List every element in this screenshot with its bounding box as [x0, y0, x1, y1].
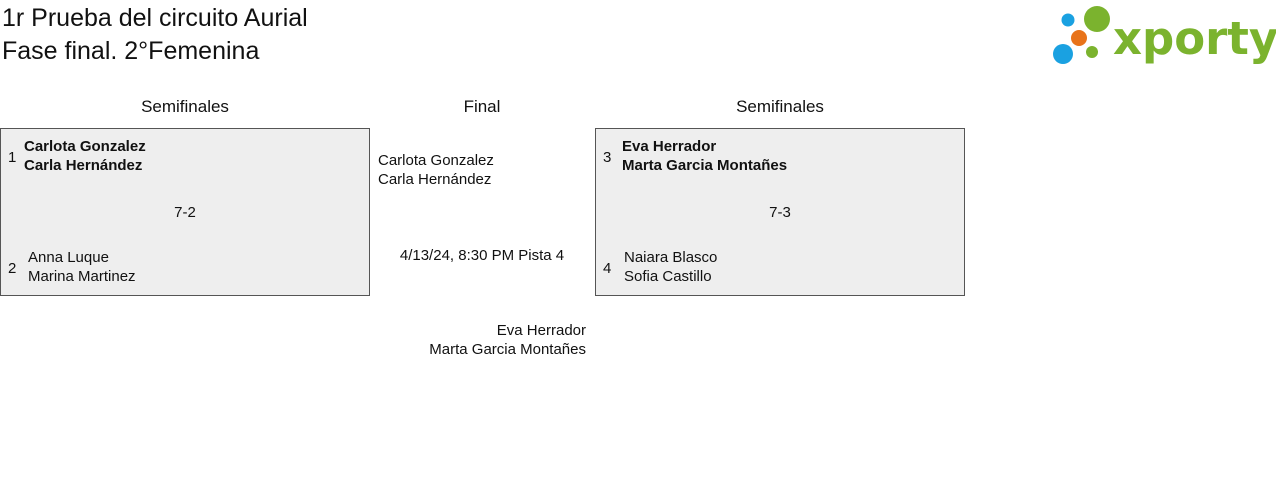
team-bottom: Naiara Blasco Sofia Castillo [624, 248, 717, 286]
xporty-logo: xporty [1053, 6, 1276, 65]
final-team-bottom: Eva Herrador Marta Garcia Montañes [429, 321, 586, 359]
seed-number: 2 [8, 260, 17, 277]
player-name: Eva Herrador [496, 322, 586, 339]
seed-number: 4 [603, 260, 612, 277]
player-name: Carlota Gonzalez [378, 152, 494, 169]
phase-subtitle: Fase final. 2°Femenina [2, 37, 260, 65]
final-team-top: Carlota Gonzalez Carla Hernández [378, 151, 494, 189]
logo-dot-green-small [1086, 46, 1098, 58]
player-name: Marta Garcia Montañes [429, 341, 586, 358]
logo-dot-blue-small [1061, 13, 1075, 27]
player-name: Marina Martinez [28, 268, 136, 285]
player-name: Naiara Blasco [624, 249, 718, 266]
column-header-semifinals-right: Semifinales [736, 97, 824, 116]
match-score: 7-2 [174, 204, 196, 221]
column-header-final: Final [463, 97, 501, 116]
semifinal-match-right[interactable]: 3 Eva Herrador Marta Garcia Montañes 7-3… [595, 128, 965, 296]
player-name: Carla Hernández [378, 171, 492, 188]
logo-dot-blue-large [1053, 44, 1073, 64]
logo-dot-green-large [1084, 6, 1110, 32]
team-bottom: Anna Luque Marina Martinez [28, 248, 136, 286]
logo-dot-orange [1071, 30, 1087, 46]
player-name: Marta Garcia Montañes [622, 157, 788, 174]
match-score: 7-3 [769, 204, 791, 221]
column-header-semifinals-left: Semifinales [141, 97, 229, 116]
seed-number: 1 [8, 149, 17, 166]
semifinal-match-left[interactable]: 1 Carlota Gonzalez Carla Hernández 7-2 2… [0, 128, 370, 296]
team-top-winner: Eva Herrador Marta Garcia Montañes [622, 137, 787, 175]
player-name: Carlota Gonzalez [24, 138, 146, 155]
player-name: Anna Luque [28, 249, 109, 266]
player-name: Sofia Castillo [624, 268, 712, 285]
player-name: Eva Herrador [622, 138, 717, 155]
team-top-winner: Carlota Gonzalez Carla Hernández [24, 137, 146, 175]
tournament-title: 1r Prueba del circuito Aurial [2, 4, 308, 32]
player-name: Carla Hernández [24, 157, 143, 174]
seed-number: 3 [603, 149, 612, 166]
final-schedule: 4/13/24, 8:30 PM Pista 4 [399, 247, 565, 264]
logo-text: xporty [1113, 12, 1276, 65]
